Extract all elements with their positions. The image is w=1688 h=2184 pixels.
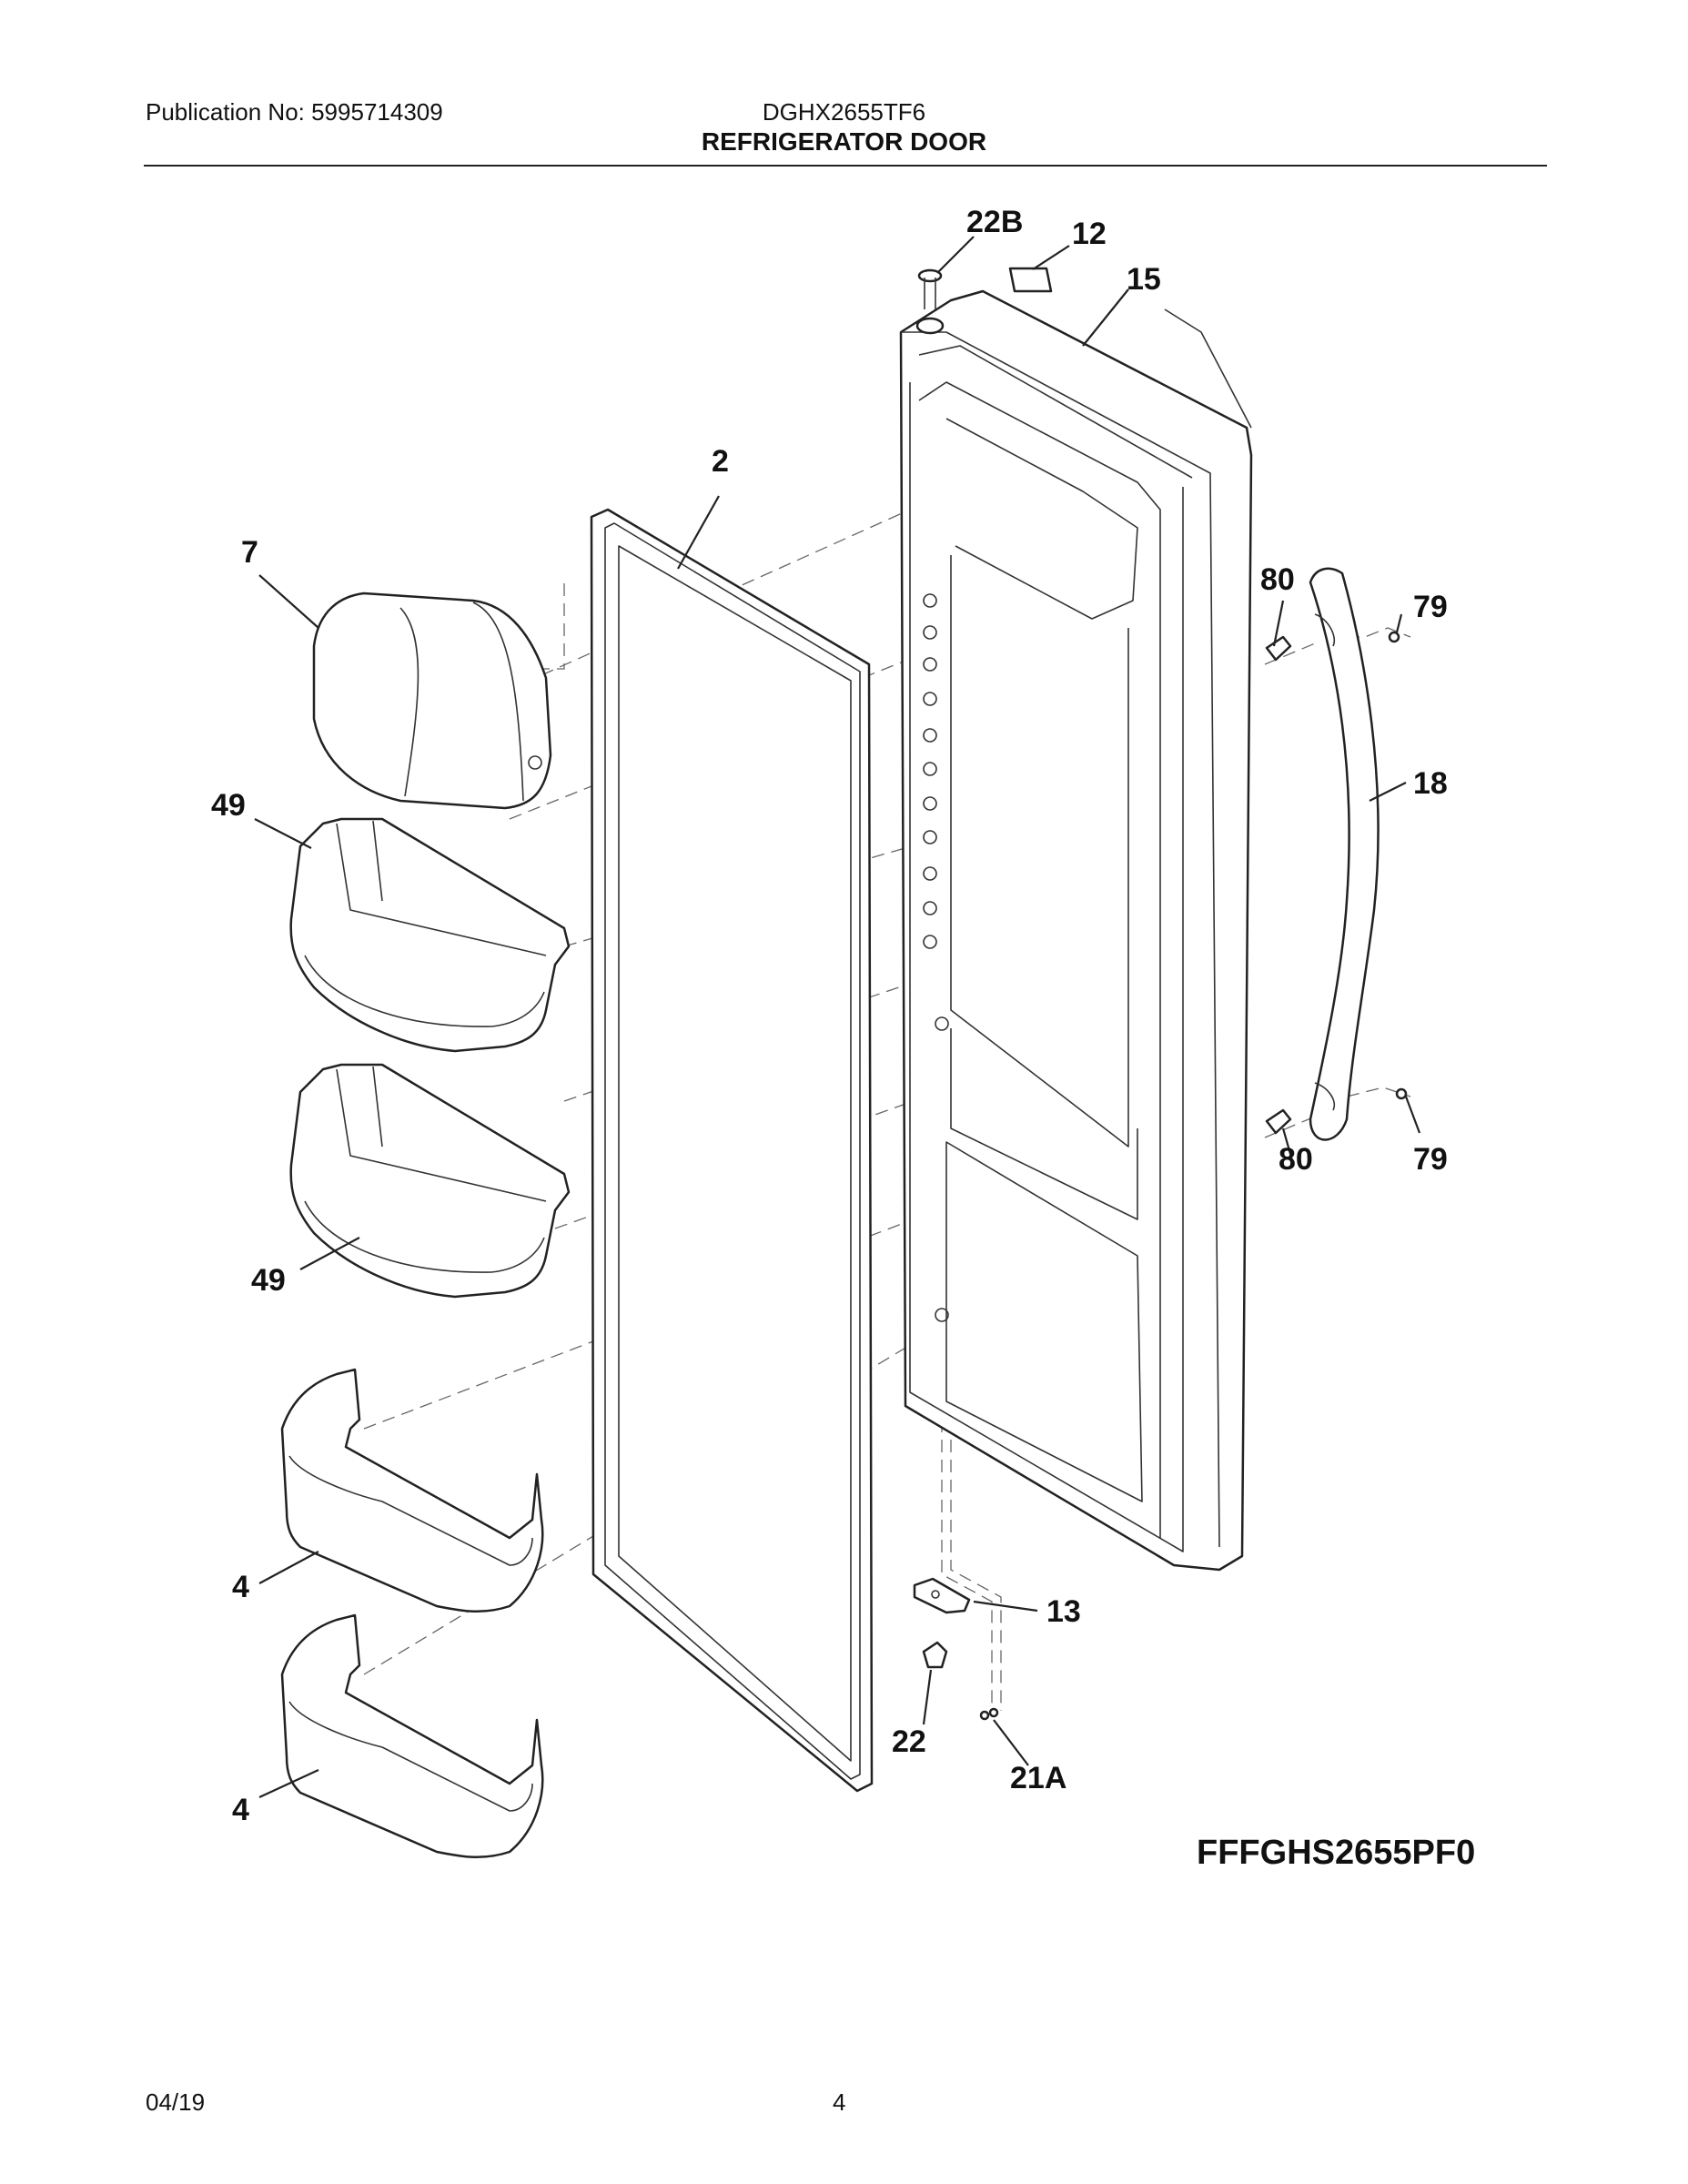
- handle-stud-upper: [1265, 635, 1292, 662]
- door-gasket: [590, 508, 874, 1793]
- callout-49-lower: 49: [251, 1263, 286, 1298]
- handle-stud-lower: [1265, 1108, 1292, 1135]
- callout-labels: 22B 12 15 2 7 49 49 80 79 18 80 79 4 4 1…: [211, 205, 1475, 1872]
- publication-number: Publication No: 5995714309: [146, 98, 443, 126]
- door-shelf-pegs: [923, 593, 949, 1322]
- callout-7: 7: [241, 535, 258, 570]
- door-handle: [1309, 567, 1380, 1141]
- callout-12: 12: [1072, 217, 1107, 251]
- set-screw-lower: [1395, 1087, 1408, 1100]
- bottom-hinge-bracket: [913, 1577, 971, 1614]
- callout-22b: 22B: [966, 205, 1023, 239]
- door-label: [1008, 267, 1053, 293]
- model-number: DGHX2655TF6: [762, 98, 926, 126]
- callout-22: 22: [892, 1724, 926, 1759]
- top-hinge-pin: [915, 268, 945, 335]
- callout-79-upper: 79: [1413, 590, 1448, 624]
- callout-80-lower: 80: [1279, 1142, 1313, 1177]
- page-number: 4: [833, 2088, 846, 2116]
- door-bin-lower-a: [280, 1368, 544, 1613]
- refrigerator-door-outer: [899, 289, 1253, 1572]
- hinge-screws: [979, 1707, 999, 1721]
- callout-79-lower: 79: [1413, 1142, 1448, 1177]
- header-rule: [144, 165, 1547, 167]
- door-bin-lower-b: [280, 1613, 544, 1859]
- dairy-door-cover: [312, 592, 552, 810]
- door-bin-upper-a: [289, 817, 571, 1053]
- callout-2: 2: [712, 444, 729, 479]
- callout-13: 13: [1046, 1594, 1081, 1629]
- callout-49-upper: 49: [211, 788, 246, 823]
- diagram-code: FFFGHS2655PF0: [1197, 1834, 1475, 1872]
- callout-21a: 21A: [1010, 1761, 1066, 1795]
- callout-18: 18: [1413, 766, 1448, 801]
- callout-80-upper: 80: [1260, 562, 1295, 597]
- leader-lines: [254, 236, 1421, 1798]
- footer-date: 04/19: [146, 2088, 206, 2116]
- callout-15: 15: [1127, 262, 1161, 297]
- set-screw-upper: [1388, 631, 1400, 643]
- door-bin-upper-b: [289, 1063, 571, 1299]
- callout-4-lower: 4: [232, 1793, 249, 1827]
- bottom-hinge-pin: [922, 1641, 948, 1669]
- callout-4-upper: 4: [232, 1570, 249, 1604]
- section-title: REFRIGERATOR DOOR: [701, 127, 987, 156]
